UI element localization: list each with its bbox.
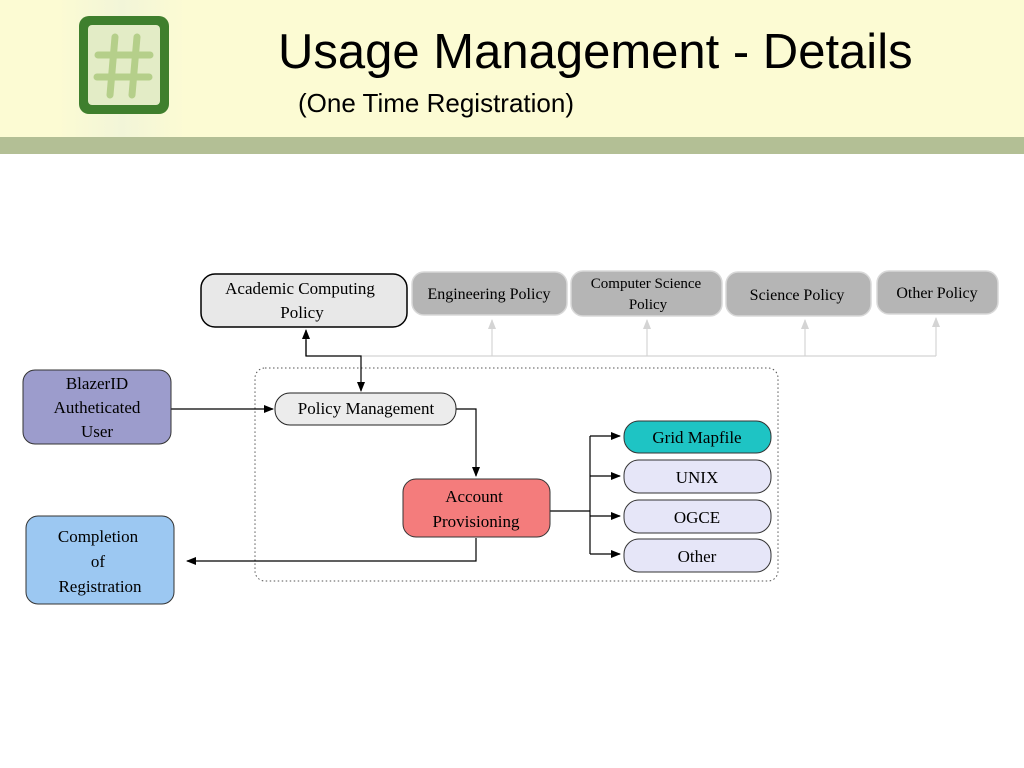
policy-other-label: Other Policy — [896, 285, 977, 302]
header-divider-bar — [0, 137, 1024, 154]
account-line-1: Account — [445, 487, 503, 506]
slide-title: Usage Management - Details — [278, 25, 913, 79]
user-line-3: User — [81, 422, 113, 441]
completion-line-1: Completion — [58, 527, 139, 546]
policy-academic-computing: Academic Computing Policy — [200, 273, 408, 328]
hash-logo-icon — [79, 16, 169, 114]
output-grid-mapfile: Grid Mapfile — [623, 420, 772, 454]
policy-academic-line-1: Academic Computing — [225, 279, 375, 298]
slide-subtitle: (One Time Registration) — [298, 88, 574, 118]
policy-management-label: Policy Management — [298, 399, 435, 418]
user-line-1: BlazerID — [66, 374, 128, 393]
output-ogce: OGCE — [623, 499, 772, 534]
policy-science: Science Policy — [725, 271, 872, 317]
blazerid-user-box: BlazerID Autheticated User — [22, 369, 172, 445]
account-provisioning-box: Account Provisioning — [402, 478, 551, 538]
completion-box: Completion of Registration — [25, 515, 175, 605]
completion-line-2: of — [91, 552, 106, 571]
policy-other: Other Policy — [876, 270, 999, 315]
flow-connectors — [171, 329, 621, 565]
user-line-2: Autheticated — [54, 398, 141, 417]
output-other-label: Other — [678, 547, 717, 566]
policy-engineering-label: Engineering Policy — [427, 286, 550, 303]
policy-academic-line-2: Policy — [280, 303, 324, 322]
output-grid-label: Grid Mapfile — [652, 428, 741, 447]
policy-cs-line-2: Policy — [629, 297, 668, 313]
logo-inner-panel — [88, 25, 160, 105]
policy-computer-science: Computer Science Policy — [570, 270, 723, 317]
completion-line-3: Registration — [58, 577, 142, 596]
output-unix: UNIX — [623, 459, 772, 494]
output-unix-label: UNIX — [676, 468, 719, 487]
policy-cs-line-1: Computer Science — [591, 276, 702, 292]
output-ogce-label: OGCE — [674, 508, 720, 527]
output-other: Other — [623, 538, 772, 573]
policy-connectors — [361, 317, 940, 357]
policy-science-label: Science Policy — [750, 287, 845, 304]
account-line-2: Provisioning — [433, 512, 520, 531]
policy-engineering: Engineering Policy — [411, 271, 568, 316]
policy-management-box: Policy Management — [274, 392, 457, 426]
hash-symbol-icon — [93, 33, 154, 99]
